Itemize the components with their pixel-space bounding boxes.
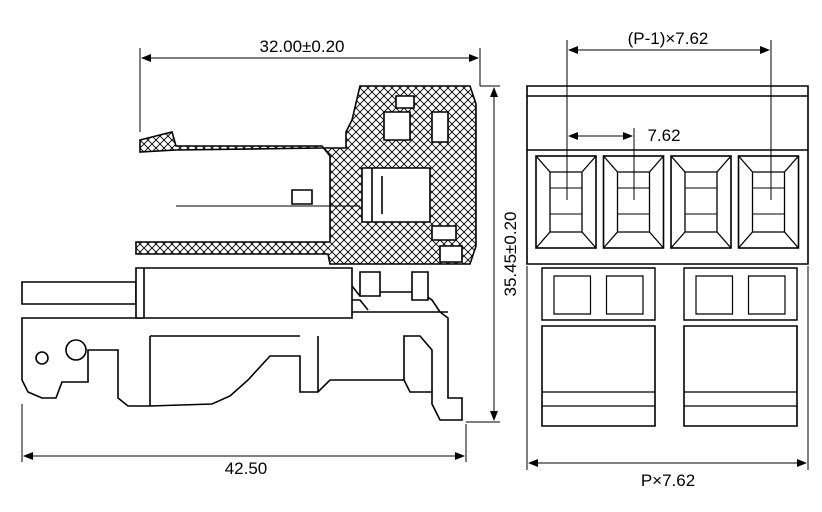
terminal-opening	[670, 155, 732, 249]
terminal-opening	[535, 155, 597, 249]
terminal-opening	[737, 155, 800, 249]
lower-contacts	[541, 267, 798, 427]
side-view: 32.00±0.20 35.45±0.20 42.50	[21, 37, 520, 478]
dim-front-bottom: P×7.62	[641, 471, 695, 490]
dim-front-pitch: 7.62	[647, 126, 680, 145]
terminal-openings	[535, 155, 800, 249]
plug-section	[135, 85, 477, 265]
contact-block	[683, 267, 798, 427]
lower-body	[21, 267, 429, 319]
dim-side-top-width: 32.00±0.20	[260, 37, 345, 56]
contact-block	[541, 267, 656, 427]
dim-side-bottom-width: 42.50	[225, 459, 268, 478]
dim-front-top: (P-1)×7.62	[628, 29, 709, 48]
dim-side-height: 35.45±0.20	[501, 212, 520, 297]
front-view: (P-1)×7.62 7.62 P×7.62	[526, 29, 809, 490]
